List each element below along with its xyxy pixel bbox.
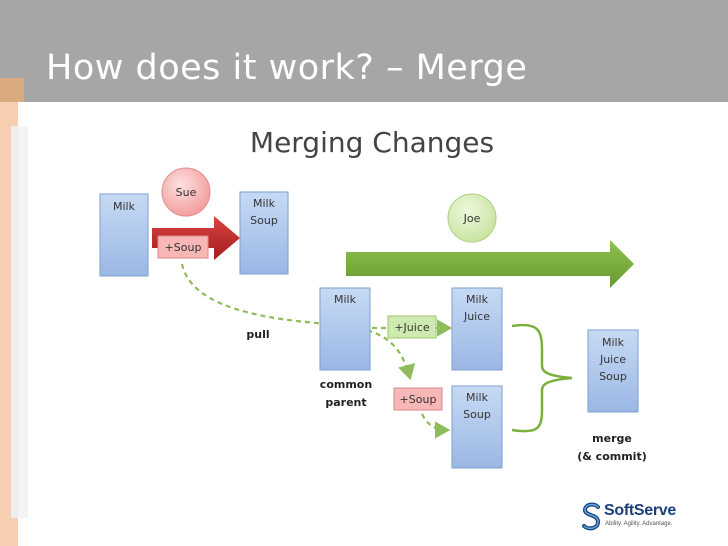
- box-sue-start: [99, 193, 149, 277]
- softserve-logo-mark-icon: [582, 502, 601, 531]
- merge-bracket: [511, 323, 573, 433]
- caption-common-parent-line-2: parent: [325, 396, 366, 409]
- sue-label: Sue: [176, 186, 197, 199]
- caption-merge-line-2: (& commit): [577, 450, 647, 463]
- softserve-logo: SoftServe Ability. Agility. Advantage.: [582, 500, 702, 536]
- caption-common-parent-line-1: common: [320, 378, 372, 391]
- box-merged-line-1: Milk: [602, 336, 625, 349]
- box-sue-start-line-1: Milk: [113, 200, 136, 213]
- box-merged-line-3: Soup: [599, 370, 627, 383]
- box-joe-result-line-2: Juice: [463, 310, 490, 323]
- tag-joe-change-text: +Juice: [394, 321, 430, 334]
- title-bar: [0, 0, 728, 102]
- box-merged-line-2: Juice: [599, 353, 626, 366]
- diagram-heading: Merging Changes: [250, 126, 494, 159]
- box-joe-result-line-1: Milk: [466, 293, 489, 306]
- box-common-parent-line-1: Milk: [334, 293, 357, 306]
- accent-corner: [0, 78, 24, 102]
- tag-sue-change-text: +Soup: [165, 241, 202, 254]
- logo-tagline: Ability. Agility. Advantage.: [605, 521, 673, 527]
- box-sue-pulled: [451, 385, 503, 469]
- tag-sue-change: [157, 235, 209, 259]
- box-sue-pulled-line-1: Milk: [466, 391, 489, 404]
- box-merged: [587, 329, 639, 413]
- tag-joe-change: [387, 315, 437, 339]
- box-common-parent: [319, 287, 371, 371]
- logo-name: SoftServe: [604, 502, 676, 519]
- box-sue-result: [239, 191, 289, 275]
- left-accent-inner-light: [18, 126, 28, 518]
- box-sue-pulled-line-2: Soup: [463, 408, 491, 421]
- box-sue-result-line-1: Milk: [253, 197, 276, 210]
- joe-avatar: [447, 193, 497, 243]
- joe-label: Joe: [463, 212, 481, 225]
- box-joe-result: [451, 287, 503, 371]
- sue-avatar: [161, 167, 211, 217]
- joe-timeline-arrow: [346, 240, 634, 288]
- tag-pulled-change: [393, 387, 443, 411]
- caption-merge-line-1: merge: [592, 432, 632, 445]
- slide-title: How does it work? – Merge: [46, 48, 528, 88]
- caption-pull: pull: [246, 328, 269, 341]
- tag-pulled-change-text: +Soup: [400, 393, 437, 406]
- box-sue-result-line-2: Soup: [250, 214, 278, 227]
- pull-path: [180, 263, 416, 381]
- left-accent-inner: [11, 126, 18, 518]
- pull-to-soup-path: [421, 413, 451, 439]
